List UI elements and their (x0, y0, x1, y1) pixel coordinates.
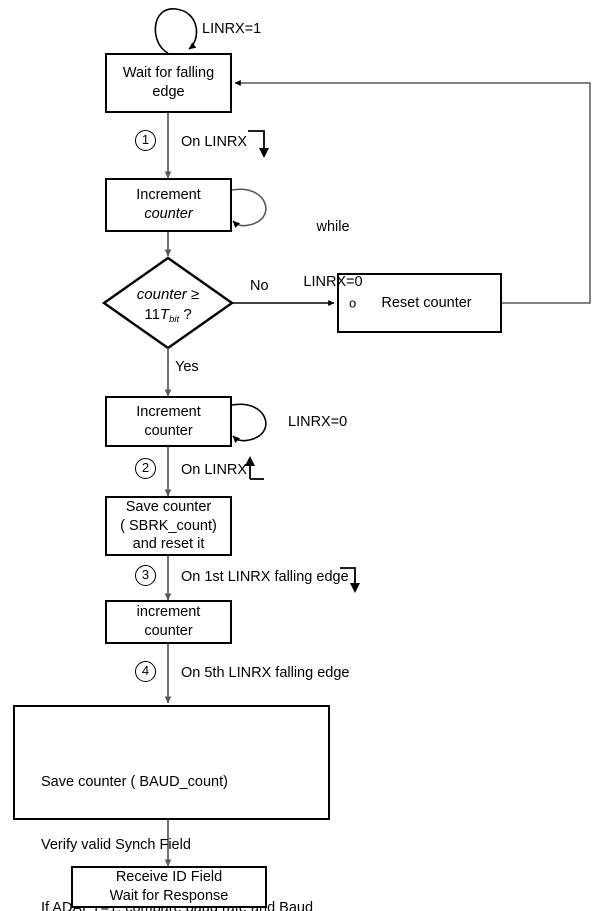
label-while-line1: while (316, 219, 350, 236)
node-receive-id-line1: Receive ID Field (115, 869, 223, 886)
step-marker-3: 3 (135, 565, 156, 586)
falling-edge-icon-1 (248, 130, 269, 158)
decision-text-counter: counter (136, 286, 187, 303)
baud-line1: Save counter ( BAUD_count) (41, 774, 228, 791)
node-increment-counter-1[interactable]: Increment counter (105, 178, 232, 232)
label-on-linrx-rising: On LINRX (181, 462, 248, 478)
node-save-sbrk-line1: Save counter (125, 499, 212, 516)
node-wait-line1: Wait for falling (122, 65, 215, 82)
label-on-fifth-falling-edge: On 5th LINRX falling edge (181, 665, 350, 681)
label-while-linrx-low: while LINRX=0 (293, 182, 373, 327)
node-reset-counter-label: Reset counter (381, 295, 472, 311)
node-save-sbrk-line2: ( SBRK_count) (120, 517, 217, 534)
label-while-line2: LINRX=0 (303, 273, 363, 290)
node-wait-line2: edge (152, 84, 185, 100)
rising-edge-icon (245, 456, 264, 480)
node-increment3-line1: increment (136, 604, 201, 621)
label-on-linrx-falling-1: On LINRX (181, 134, 248, 150)
bullet-icon: o (349, 295, 357, 311)
decision-text-T: T (159, 305, 170, 323)
self-loop-linrx-high (154, 8, 198, 54)
node-increment-counter-2[interactable]: Increment counter (105, 396, 232, 447)
node-increment2-line2: counter (144, 422, 193, 439)
decision-text-question: ? (183, 305, 192, 323)
node-save-counter-sbrk[interactable]: Save counter ( SBRK_count) and reset it (105, 496, 232, 556)
node-save-sbrk-line3: and reset it (132, 536, 205, 553)
node-increment2-line1: Increment (136, 403, 201, 420)
node-increment1-line2: counter (144, 206, 193, 222)
baud-line2: Verify valid Synch Field (41, 837, 191, 854)
decision-text-geq: ≥ (190, 286, 200, 303)
node-increment1-line1: Increment (136, 187, 201, 204)
node-wait-for-falling-edge[interactable]: Wait for falling edge (105, 53, 232, 113)
step-marker-4: 4 (135, 661, 156, 682)
label-loop-linrx-high: LINRX=1 (202, 21, 262, 37)
label-decision-yes: Yes (175, 359, 199, 375)
label-on-first-falling-edge: On 1st LINRX falling edge (181, 569, 349, 585)
node-reset-counter[interactable]: o Reset counter (337, 273, 502, 333)
label-loop-linrx-low: LINRX=0 (288, 414, 348, 430)
self-loop-linrx-low (231, 403, 267, 444)
node-increment-counter-3[interactable]: increment counter (105, 600, 232, 644)
node-receive-id-field[interactable]: Receive ID Field Wait for Response (71, 866, 267, 908)
label-decision-no: No (250, 278, 269, 294)
decision-text-eleven: 11 (144, 305, 160, 323)
node-increment3-line2: counter (144, 623, 193, 639)
connector-reset-feedback-to-wait (234, 80, 591, 304)
decision-counter-text: counter ≥ 11Tbit ? (104, 285, 232, 325)
decision-text-subscript-bit: bit (169, 313, 180, 325)
step-marker-2: 2 (135, 458, 156, 479)
self-loop-while-linrx-low (231, 188, 267, 229)
step-marker-1: 1 (135, 130, 156, 151)
node-save-counter-baud[interactable] (13, 705, 330, 820)
falling-edge-icon-2 (340, 567, 360, 593)
node-receive-id-line2: Wait for Response (109, 888, 229, 904)
